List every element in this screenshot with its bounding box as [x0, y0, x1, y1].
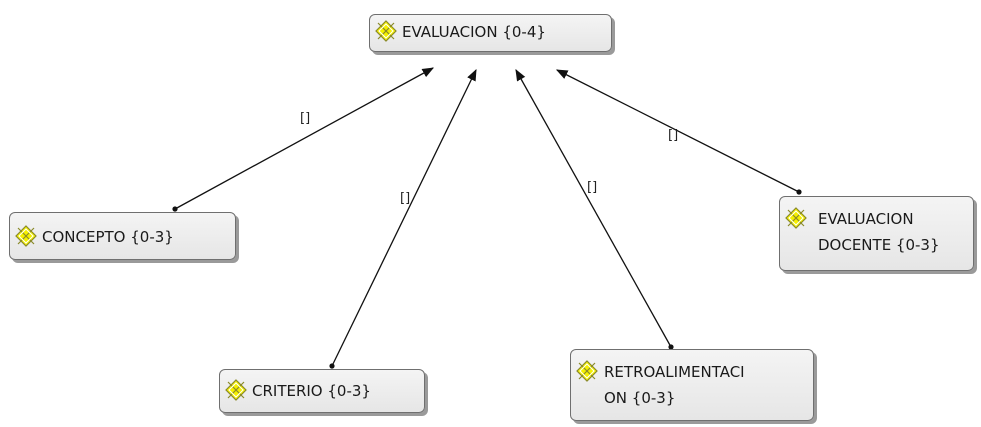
link-label-evaluacion-docente: []	[668, 128, 679, 143]
node-evaluacion-docente[interactable]: EVALUACION DOCENTE {0-3}	[779, 196, 974, 271]
node-label: EVALUACION {0-4}	[402, 23, 546, 41]
node-label: CRITERIO {0-3}	[252, 382, 371, 400]
node-label: RETROALIMENTACI ON {0-3}	[604, 363, 745, 407]
concept-icon	[15, 225, 37, 247]
node-evaluacion[interactable]: EVALUACION {0-4}	[369, 14, 612, 52]
node-concepto[interactable]: CONCEPTO {0-3}	[9, 212, 236, 260]
connection-evaluacion-docente[interactable]	[555, 69, 802, 195]
concept-icon	[785, 207, 807, 229]
concept-icon	[576, 360, 598, 382]
link-label-retroalimentacion: []	[587, 180, 598, 195]
node-label: CONCEPTO {0-3}	[42, 228, 174, 246]
connection-criterio[interactable]	[329, 68, 477, 369]
link-label-criterio: []	[400, 191, 411, 206]
link-label-concepto: []	[300, 111, 311, 126]
node-retroalimentacion[interactable]: RETROALIMENTACI ON {0-3}	[570, 349, 814, 421]
node-label: EVALUACION DOCENTE {0-3}	[818, 210, 940, 254]
concept-icon	[375, 20, 397, 42]
node-criterio[interactable]: CRITERIO {0-3}	[219, 369, 425, 413]
concept-icon	[225, 379, 247, 401]
connection-concepto[interactable]	[172, 67, 435, 212]
connection-retroalimentacion[interactable]	[515, 68, 674, 350]
